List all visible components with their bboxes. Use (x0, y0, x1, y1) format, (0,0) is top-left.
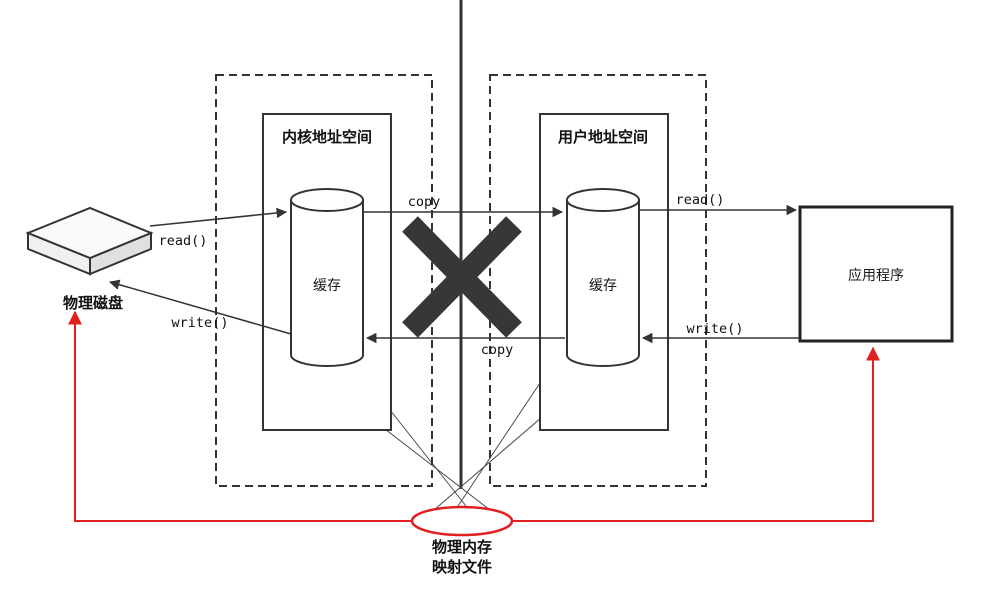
data-flow-arrows: read() copy read() write() copy write() (108, 192, 800, 358)
cylinder-top (290, 188, 364, 212)
kernel-space-inner-box (262, 113, 392, 431)
kernel-space-dashed-box (215, 74, 433, 487)
red-connector-to-application (512, 346, 880, 522)
copy-label-top: copy (408, 194, 441, 210)
kernel-cache-cylinder: 缓存 (290, 188, 364, 367)
disk-top-face (25, 206, 154, 260)
read-label-left: read() (159, 233, 208, 249)
read-arrow-disk-to-kernel (149, 207, 288, 227)
write-label-left: write() (172, 315, 229, 331)
kernel-cache-label: 缓存 (313, 278, 341, 294)
user-cache-cylinder: 缓存 (566, 188, 640, 367)
physical-disk-label: 物理磁盘 (63, 294, 123, 312)
write-arrow-kernel-to-disk (108, 279, 292, 335)
application-label: 应用程序 (848, 267, 904, 284)
write-label-right: write() (687, 321, 744, 337)
memory-label-line1: 物理内存 (432, 538, 492, 556)
cross-stroke (402, 216, 522, 338)
memory-label-line2: 映射文件 (432, 558, 492, 576)
application-box (798, 205, 954, 343)
cylinder-top (566, 188, 640, 212)
red-connector-to-disk (68, 310, 412, 522)
user-space-title: 用户地址空间 (558, 128, 648, 146)
kernel-space-title: 内核地址空间 (282, 128, 372, 146)
read-label-right: read() (676, 192, 725, 208)
memory-mapped-file: 物理内存 映射文件 (68, 310, 880, 576)
copy-label-bottom: copy (481, 342, 514, 358)
mapping-line (457, 361, 555, 507)
physical-disk: 物理磁盘 (25, 206, 154, 312)
user-space-dashed-box (489, 74, 707, 487)
user-cache-label: 缓存 (589, 278, 617, 294)
cylinder-body (290, 200, 364, 367)
cross-out-icon (402, 216, 522, 338)
memory-ellipse (410, 505, 514, 537)
cylinder-body (566, 200, 640, 367)
